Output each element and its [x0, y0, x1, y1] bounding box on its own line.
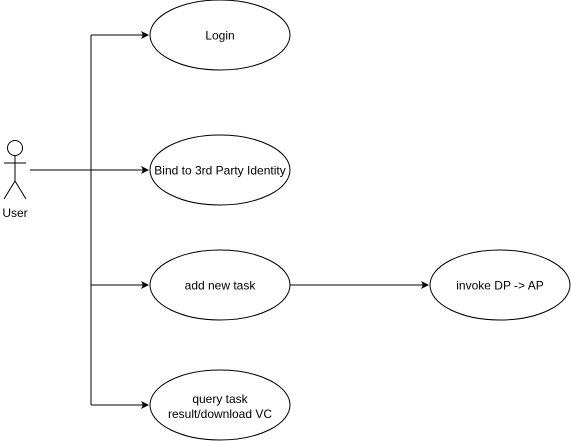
- use-case-query-task-label-line1: query task: [192, 392, 248, 406]
- use-case-invoke: invoke DP -> AP: [429, 249, 571, 321]
- actor-right-leg: [14, 180, 27, 200]
- use-case-bind-identity-label: Bind to 3rd Party Identity: [154, 164, 285, 178]
- use-case-query-task-label-line2: result/download VC: [168, 407, 272, 421]
- use-case-invoke-label: invoke DP -> AP: [456, 279, 544, 293]
- user-actor: [3, 140, 27, 200]
- use-case-add-task: add new task: [149, 249, 291, 321]
- use-case-login-label: Login: [205, 29, 234, 43]
- actor-label: User: [2, 206, 27, 220]
- connectors: [30, 31, 429, 409]
- actor-head: [7, 140, 23, 156]
- use-case-query-task: query task result/download VC: [149, 369, 291, 441]
- actor-left-leg: [3, 180, 16, 200]
- use-case-login: Login: [149, 0, 291, 71]
- use-case-bind-identity: Bind to 3rd Party Identity: [149, 134, 291, 206]
- use-case-add-task-label: add new task: [185, 279, 257, 293]
